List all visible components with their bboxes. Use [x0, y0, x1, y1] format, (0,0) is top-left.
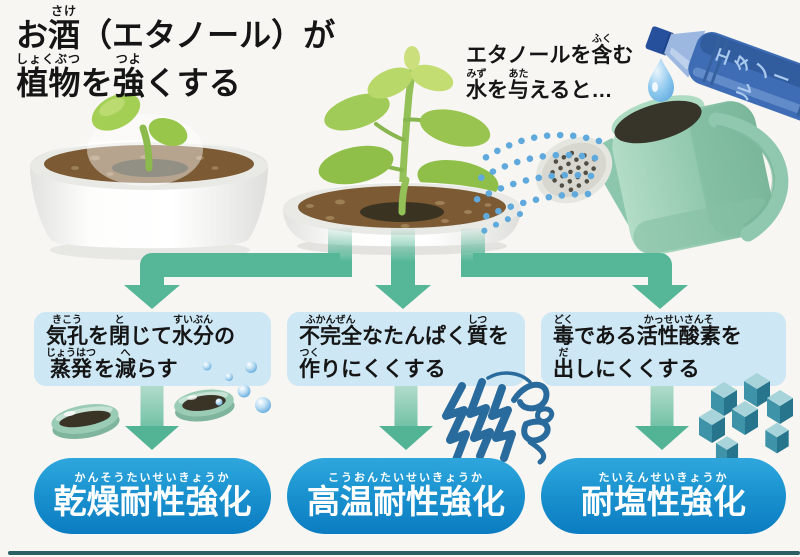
watering-can [535, 95, 789, 255]
caption-line-1: エタノールを含ふくむ [466, 34, 634, 67]
water-drop [648, 58, 674, 102]
text-segment: 質しつ [467, 315, 488, 348]
box-1-line-1: 気孔きこうを閉とじて水分すいぶんの [46, 315, 235, 348]
down-arrow-3 [635, 426, 689, 450]
text-segment: 出だ [553, 348, 574, 382]
title-line-1: お酒さけ（エタノール）が [16, 4, 336, 53]
text-segment: 減へ [115, 348, 136, 382]
box-3-line-2: 出だしにくくする [553, 348, 700, 382]
footer-divider [8, 551, 800, 555]
box-to-pill-arrows [125, 384, 689, 450]
can-handle [708, 112, 789, 242]
explanation-box-oxygen: 毒どくである活性酸素かっせいさんそを 出だしにくくする [541, 312, 786, 386]
arrowhead-center [375, 285, 431, 309]
caption-line-2: 水みずを与あたえると… [466, 69, 613, 103]
arrowhead-right [632, 285, 688, 309]
text-segment: 酒さけ [48, 4, 81, 53]
text-segment: 活性酸素かっせいさんそ [636, 315, 721, 348]
text-segment: 蒸発じょうはつ [46, 348, 96, 382]
text-segment: 高温耐性強化こうおんたいせいきょうか [307, 471, 505, 520]
text-segment: 与あた [508, 69, 529, 103]
bottle-label: エタノール [710, 44, 796, 106]
explanation-box-stomata: 気孔きこうを閉とじて水分すいぶんの 蒸発じょうはつを減へらす [34, 312, 271, 386]
title-line-2: 植物しょくぶつを強つよくする [16, 51, 241, 101]
text-segment: 気孔きこう [46, 315, 88, 348]
text-segment: 水分すいぶん [172, 315, 214, 348]
text-segment: 強つよ [112, 51, 145, 101]
soil-speckles [71, 155, 219, 176]
box-2-line-2: 作つくりにくくする [299, 348, 446, 382]
box-3-line-1: 毒どくである活性酸素かっせいさんそを [553, 315, 742, 348]
stomata-illustration [51, 389, 235, 440]
text-segment: 植物しょくぶつ [16, 51, 82, 101]
text-segment: 耐塩性強化たいえんせいきょうか [581, 471, 746, 520]
sprinkler-head [535, 136, 613, 204]
page-title: お酒さけ（エタノール）が 植物しょくぶつを強つよくする [16, 4, 335, 99]
caption: エタノールを含ふくむ 水みずを与あたえると… [466, 34, 633, 105]
result-pill-drought: 乾燥耐性強化かんそうたいせいきょうか [34, 458, 271, 534]
seedling [87, 93, 203, 186]
text-segment: 乾燥耐性強化かんそうたいせいきょうか [53, 471, 252, 520]
branch-arrows [124, 228, 688, 309]
bottle-cap [645, 26, 671, 55]
result-pill-salt: 耐塩性強化たいえんせいきょうか [541, 458, 786, 534]
text-segment: 水みず [466, 69, 487, 103]
box-1-line-2: 蒸発じょうはつを減へらす [46, 348, 178, 382]
text-segment: 含ふく [591, 34, 613, 67]
salt-cubes-illustration [699, 373, 793, 466]
text-segment: 作つく [299, 348, 320, 382]
down-arrow-2 [379, 426, 433, 450]
explanation-box-protein: 不完全ふかんぜんなたんぱく質しつを 作つくりにくくする [287, 312, 525, 386]
text-segment: 毒どく [553, 315, 574, 348]
result-pill-heat: 高温耐性強化こうおんたいせいきょうか [287, 458, 525, 534]
box-2-line-1: 不完全ふかんぜんなたんぱく質しつを [299, 315, 509, 348]
text-segment: 不完全ふかんぜん [299, 315, 362, 348]
text-segment: 閉と [109, 315, 130, 348]
spray-dots [470, 131, 603, 235]
protein-illustration [442, 371, 555, 465]
down-arrow-1 [125, 426, 179, 450]
left-pot [30, 93, 268, 260]
arrowhead-left [124, 285, 180, 309]
